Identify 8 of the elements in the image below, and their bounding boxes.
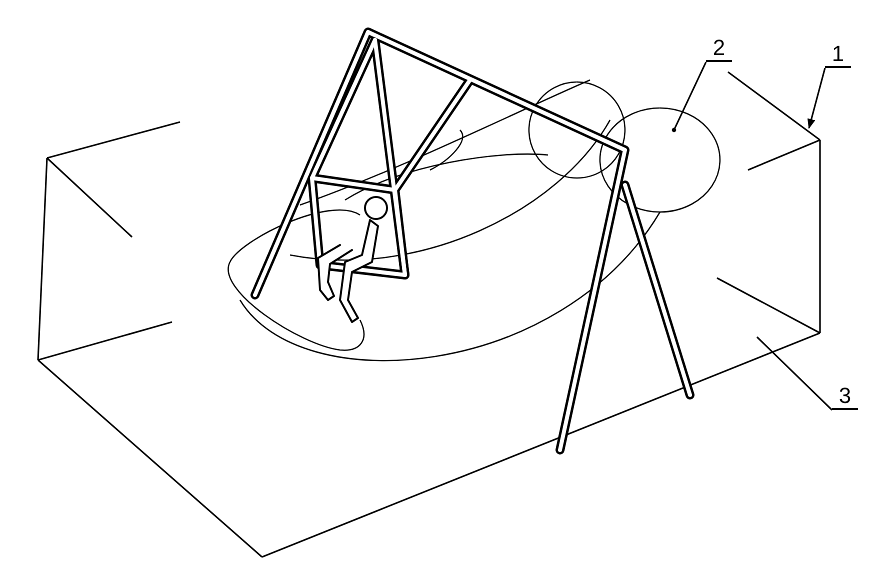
leader-line — [756, 336, 833, 411]
envelope-box-drawing — [37, 71, 821, 558]
leader-line — [807, 68, 826, 129]
callout-number: 2 — [706, 36, 732, 62]
leader-line — [672, 62, 707, 132]
callout-number: 1 — [825, 42, 851, 68]
swing-space-drawing — [228, 79, 720, 362]
callout-number: 3 — [832, 384, 858, 410]
